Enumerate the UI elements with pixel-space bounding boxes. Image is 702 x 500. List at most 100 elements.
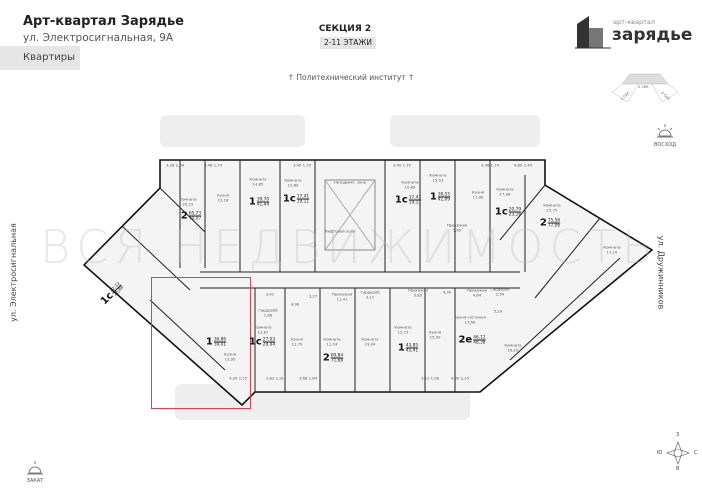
room-name: Прихожая	[407, 287, 429, 293]
room-area: 11,24	[326, 341, 338, 346]
sunset-label: ЗАКАТ	[26, 478, 44, 484]
room-area: 4,80 2,40	[513, 162, 533, 168]
room-area: 3,40 1,70	[392, 162, 412, 168]
room-label: 3,40 1,70	[293, 163, 311, 169]
room-name: Комната	[284, 177, 302, 183]
room-area: 12,87	[257, 329, 269, 334]
tab-apartments[interactable]: Квартиры	[0, 46, 80, 70]
room-area: 4,30 2,15	[228, 375, 248, 381]
selected-apartment-highlight[interactable]	[151, 277, 251, 409]
section-title: СЕКЦИЯ 2	[318, 24, 372, 34]
apartment-living-area: 27,03	[262, 337, 276, 342]
compass-e: С	[694, 450, 698, 456]
room-area: 3,12 1,56	[420, 375, 440, 381]
apartment-type: 2е	[458, 334, 473, 346]
apartment-type: 1с	[248, 336, 262, 348]
room-name: Прихожая	[331, 291, 353, 297]
room-name: Кухня	[217, 192, 229, 198]
room-name: Комната	[496, 186, 514, 192]
room-name: Гардероб	[360, 289, 380, 295]
room-name: Лифтовой холл	[324, 228, 356, 234]
room-name: Незадымл. зона	[333, 179, 367, 185]
apartment-total-area: 39,01	[213, 342, 227, 347]
room-area: 4,98	[290, 301, 300, 307]
room-label: 3,82 1,91	[265, 375, 285, 382]
room-area: 15,03	[432, 177, 444, 182]
floors-badge: 2-11 ЭТАЖИ	[320, 37, 376, 49]
room-area: 10,89	[404, 184, 416, 189]
room-area: 16,10	[507, 347, 519, 352]
room-name: Гардероб	[258, 307, 278, 313]
room-area: 11,90	[472, 194, 484, 199]
room-label: 5,29	[493, 308, 503, 315]
apartment-living-area: 69,84	[330, 353, 344, 358]
section-mini-map[interactable]: 2 СЕК 1 СЕК 3 СЕК	[610, 70, 690, 110]
compass-rose: З В Ю С	[657, 432, 698, 472]
room-area: 1,86	[263, 312, 273, 317]
apartment-total-area: 41,09	[437, 197, 451, 202]
apartment-type: 2	[322, 352, 330, 364]
room-label: 3,27	[308, 293, 318, 300]
room-label: 3,68 1,84	[299, 376, 317, 382]
room-area: 4,30 2,15	[450, 375, 470, 381]
apartment-total-area: 70,07	[188, 216, 202, 221]
room-name: Кухня	[472, 189, 484, 195]
apartment-total-area: 48,38	[473, 340, 486, 345]
apartment-total-area: 71,68	[330, 358, 344, 363]
room-area: 17,08	[499, 191, 511, 196]
project-address: ул. Электросигнальная, 9А	[23, 32, 174, 44]
apartment-living-area: 17,41	[296, 194, 310, 199]
room-area: 13,95	[224, 356, 236, 361]
apartment-living-area: 39,70	[256, 197, 270, 202]
apartment-living-area: 75,56	[547, 218, 561, 223]
apartment-total-area: 19,11	[296, 199, 310, 204]
room-area: 3,41	[265, 291, 275, 297]
room-name: Комната	[323, 336, 341, 342]
room-area: 15,75	[546, 207, 558, 212]
north-landmark: ↑ Политехнический институт ↑	[287, 73, 415, 82]
compass-n: З	[676, 432, 680, 438]
apartment-total-area: 23,16	[508, 212, 522, 217]
room-name: Прихожая	[466, 287, 488, 293]
watermark: ВСЯ НЕДВИЖИМОСТЬ	[40, 220, 660, 274]
room-area: 15,00	[429, 334, 441, 339]
room-label: 3,48 1,74	[481, 163, 499, 169]
apartment-total-area: 77,06	[547, 223, 561, 228]
room-area: 3,82 1,91	[265, 375, 285, 381]
room-area: 14,85	[252, 181, 264, 186]
room-area: 5,29	[493, 308, 503, 314]
apartment-type: 2	[180, 210, 188, 222]
room-area: 3,48 1,74	[203, 162, 223, 168]
room-area: 13,16	[217, 197, 229, 202]
room-label: 3,12 1,56	[420, 375, 440, 382]
room-label: 4,80 2,40	[513, 162, 533, 169]
room-label: 4,98	[290, 301, 300, 308]
logo-building-icon	[575, 16, 611, 49]
mini-map-sec2: 2 СЕК	[638, 85, 649, 89]
room-area: 3,28 2,64	[165, 162, 185, 168]
room-area: 3,27	[308, 293, 318, 299]
room-area: 5,83	[413, 292, 423, 297]
room-label: 3,41	[265, 291, 275, 298]
room-area: 2,54	[495, 291, 505, 296]
